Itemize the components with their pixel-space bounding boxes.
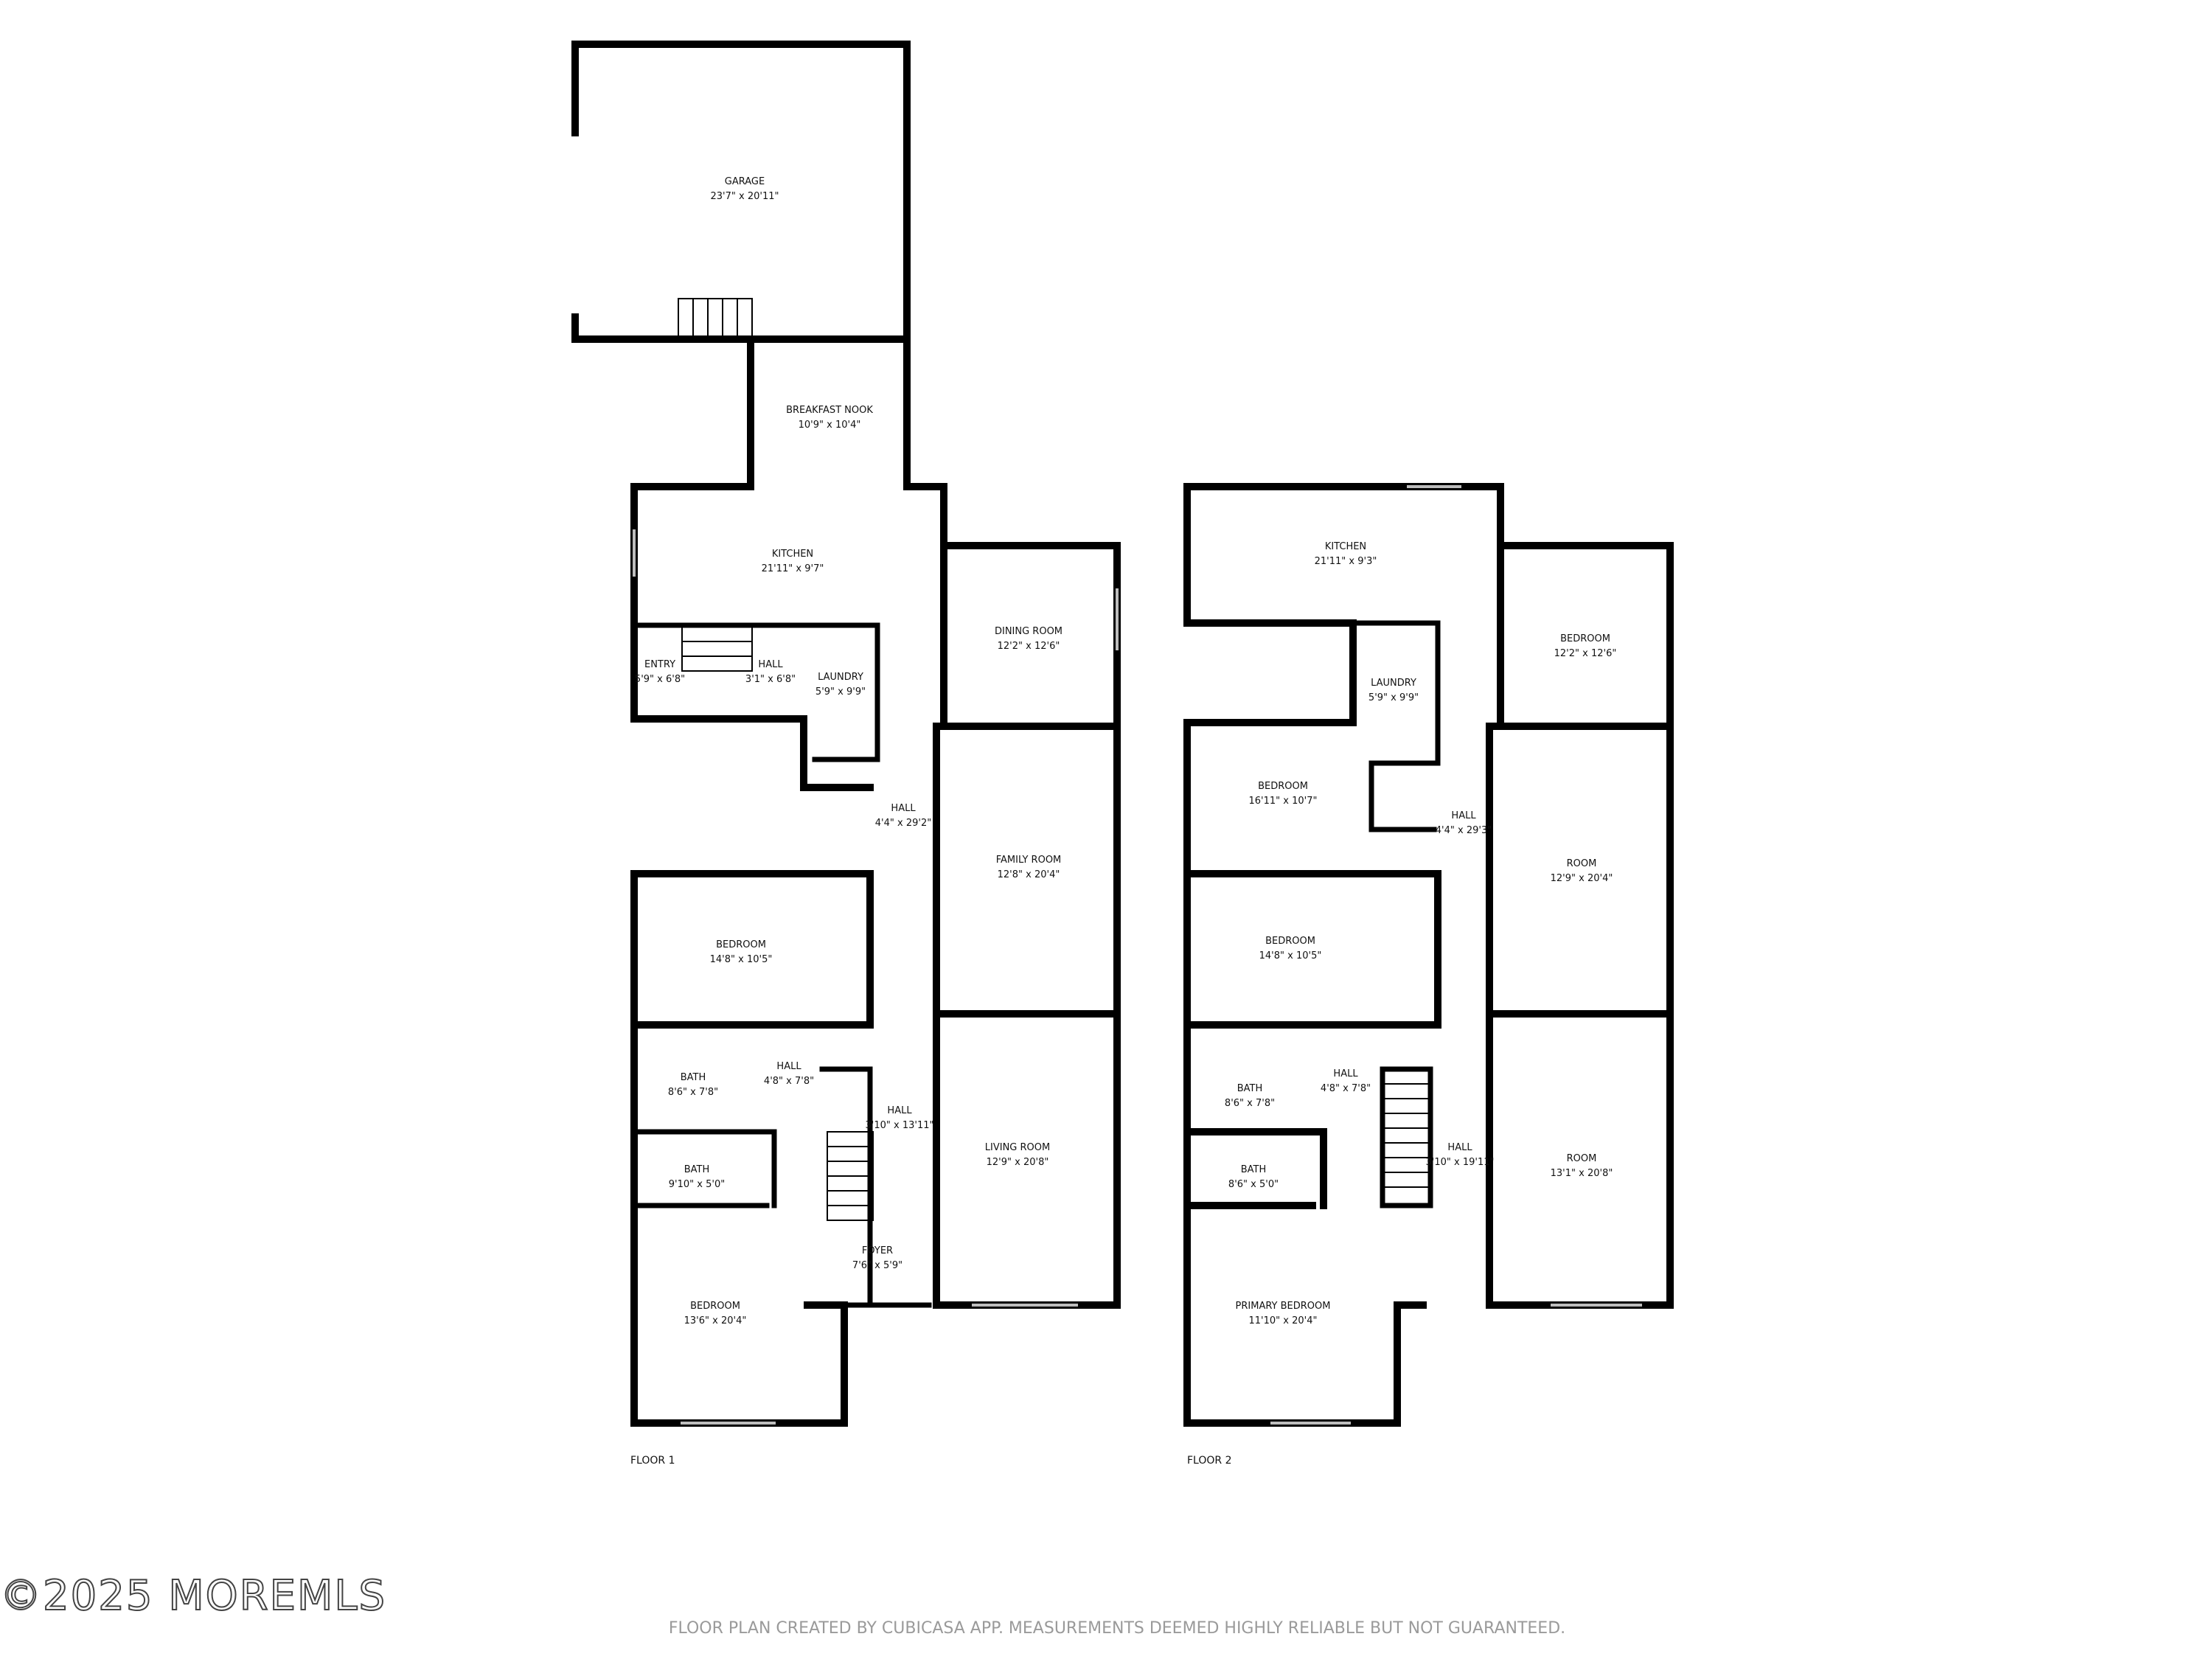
watermark: ©2025 MOREMLS [0, 1571, 387, 1621]
room-labels: FLOOR 1 GARAGE 23'7" x 20'11" BREAKFAST NOO… [630, 176, 1616, 1467]
room-name: HALL [887, 1105, 912, 1116]
room-dimensions: 4'4" x 29'2" [875, 818, 931, 829]
room-name: BEDROOM [716, 939, 766, 950]
room-name: BATH [1237, 1083, 1263, 1094]
room-name: BATH [681, 1072, 706, 1083]
room-dimensions: 12'9" x 20'4" [1551, 873, 1613, 884]
room-dimensions: 3'10" x 13'11" [866, 1120, 934, 1131]
room-name: BEDROOM [690, 1301, 740, 1312]
room-name: KITCHEN [1325, 541, 1366, 552]
floor-2-stairs [1382, 1083, 1431, 1188]
floor-1-windows [633, 529, 1119, 1425]
room-dimensions: 3'10" x 19'11" [1426, 1157, 1495, 1168]
floor-2-plan [1183, 483, 1674, 1427]
floor-1-plan [571, 41, 1121, 1427]
room-name: BEDROOM [1258, 781, 1308, 792]
dining-family-living-walls [933, 542, 1121, 1309]
room-name: BREAKFAST NOOK [786, 405, 873, 416]
room-dimensions: 5'9" x 6'8" [635, 674, 685, 685]
room-dimensions: 12'8" x 20'4" [998, 869, 1060, 880]
room-dimensions: 12'9" x 20'8" [987, 1157, 1049, 1168]
room-name: HALL [891, 803, 916, 814]
floor-2-right-rooms-walls [1486, 542, 1674, 1309]
room-name: HALL [1447, 1142, 1472, 1153]
room-dimensions: 21'11" x 9'7" [762, 563, 824, 574]
room-dimensions: 3'1" x 6'8" [745, 674, 796, 685]
room-dimensions: 8'6" x 7'8" [668, 1087, 718, 1098]
floor-2-stair-walls [1380, 1066, 1433, 1208]
room-name: ROOM [1567, 858, 1597, 869]
room-name: BATH [1241, 1164, 1267, 1175]
room-dimensions: 13'6" x 20'4" [684, 1315, 747, 1326]
room-name: LIVING ROOM [985, 1142, 1050, 1153]
room-name: LAUNDRY [818, 672, 863, 683]
room-dimensions: 4'8" x 7'8" [764, 1076, 814, 1087]
room-dimensions: 16'11" x 10'7" [1249, 796, 1318, 807]
room-dimensions: 8'6" x 5'0" [1228, 1179, 1279, 1190]
room-dimensions: 12'2" x 12'6" [998, 641, 1060, 652]
floor-2-windows [1270, 485, 1642, 1425]
floor-1-stairs [678, 298, 874, 1221]
room-dimensions: 9'10" x 5'0" [669, 1179, 725, 1190]
room-name: HALL [1451, 810, 1476, 821]
room-dimensions: 12'2" x 12'6" [1554, 648, 1617, 659]
room-name: LAUNDRY [1371, 678, 1416, 689]
room-dimensions: 23'7" x 20'11" [711, 191, 779, 202]
floor-2-laundry-walls [1350, 620, 1441, 832]
disclaimer-text: FLOOR PLAN CREATED BY CUBICASA APP. MEAS… [668, 1619, 1566, 1638]
room-dimensions: 14'8" x 10'5" [710, 954, 773, 965]
foyer-walls [819, 1066, 932, 1308]
room-name: BEDROOM [1560, 633, 1610, 644]
room-name: ENTRY [644, 659, 675, 670]
room-name: HALL [1333, 1068, 1358, 1079]
room-dimensions: 11'10" x 20'4" [1249, 1315, 1318, 1326]
room-dimensions: 21'11" x 9'3" [1315, 556, 1377, 567]
room-dimensions: 4'8" x 7'8" [1321, 1083, 1371, 1094]
room-dimensions: 8'6" x 7'8" [1225, 1098, 1275, 1109]
floor-label: FLOOR 1 [630, 1455, 675, 1467]
floor-2-kitchen-walls [1183, 483, 1504, 726]
room-name: ROOM [1567, 1153, 1597, 1164]
bath-walls [631, 1129, 777, 1208]
room-dimensions: 5'9" x 9'9" [1368, 692, 1419, 703]
room-name: BEDROOM [1265, 936, 1315, 947]
room-name: PRIMARY BEDROOM [1236, 1301, 1331, 1312]
room-name: HALL [758, 659, 783, 670]
room-name: HALL [776, 1061, 801, 1072]
floor-2-left-rooms-walls [1183, 719, 1441, 1427]
room-name: KITCHEN [772, 549, 813, 560]
room-dimensions: 4'4" x 29'3" [1436, 825, 1492, 836]
room-dimensions: 14'8" x 10'5" [1259, 950, 1322, 961]
room-name: DINING ROOM [995, 626, 1062, 637]
room-dimensions: 13'1" x 20'8" [1551, 1168, 1613, 1179]
room-name: FAMILY ROOM [996, 855, 1062, 866]
room-name: BATH [684, 1164, 710, 1175]
room-dimensions: 7'6" x 5'9" [852, 1260, 902, 1271]
room-dimensions: 10'9" x 10'4" [799, 420, 861, 431]
room-name: GARAGE [725, 176, 765, 187]
entry-hall-walls [631, 622, 880, 762]
floor-label: FLOOR 2 [1187, 1455, 1231, 1467]
kitchen-walls [630, 483, 947, 791]
breakfast-nook-walls [747, 335, 911, 490]
room-dimensions: 5'9" x 9'9" [815, 686, 866, 698]
room-name: FOYER [862, 1245, 893, 1256]
